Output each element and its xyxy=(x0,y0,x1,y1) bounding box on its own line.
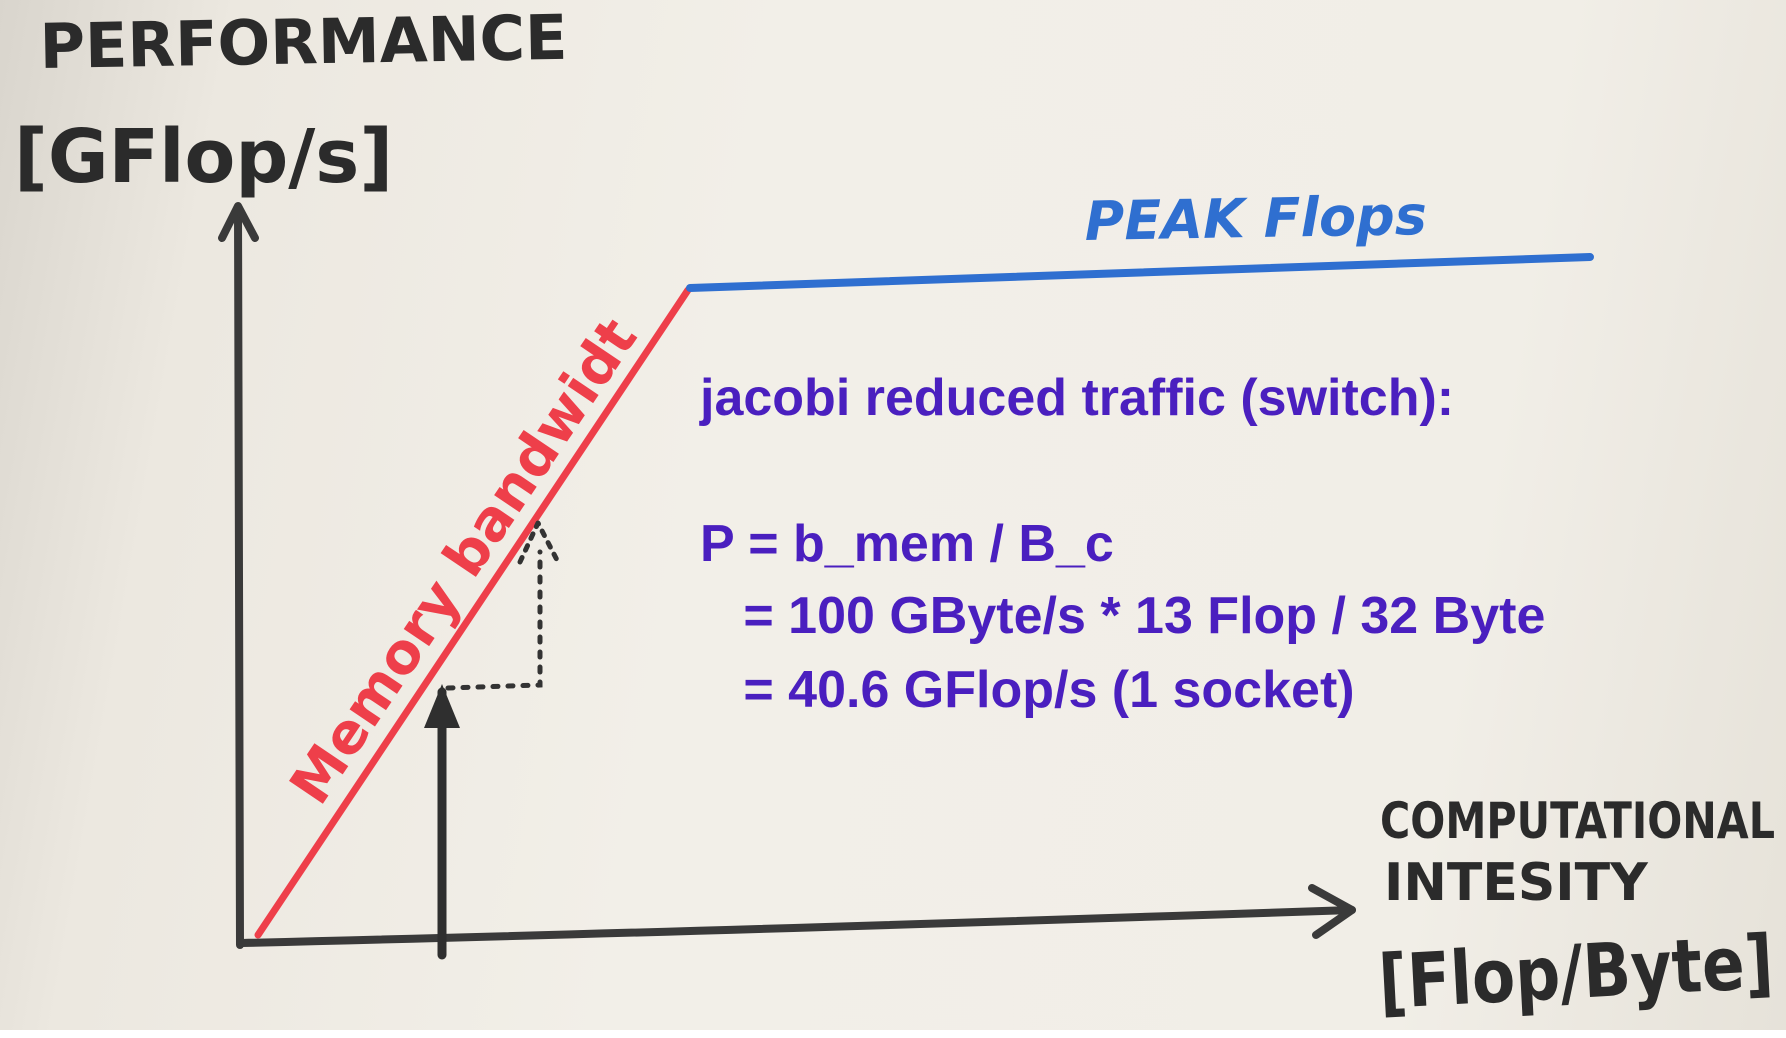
peak-flops-label: PEAK Flops xyxy=(1084,184,1427,253)
paper-edge xyxy=(0,1030,1786,1038)
formula-line-3: = 40.6 GFlop/s (1 socket) xyxy=(700,661,1355,719)
formula-line-1: P = b_mem / B_c xyxy=(700,515,1114,573)
improvement-dotted-arrowhead xyxy=(517,520,561,565)
x-axis-unit: [Flop/Byte] xyxy=(1376,919,1775,1026)
performance-arrowhead xyxy=(424,684,460,728)
x-axis-title-line2: INTESITY xyxy=(1384,853,1649,913)
improvement-dotted-arrow xyxy=(445,549,543,691)
y-axis-line xyxy=(234,206,244,949)
formula-line-2: = 100 GByte/s * 13 Flop / 32 Byte xyxy=(700,587,1546,645)
y-axis-unit: [GFlop/s] xyxy=(14,114,393,200)
memory-bandwidth-line xyxy=(254,286,692,939)
memory-bandwidth-label: Memory bandwidt xyxy=(278,307,650,816)
x-axis-arrowhead xyxy=(1308,884,1356,939)
y-axis-arrowhead xyxy=(218,202,259,242)
y-axis-title: PERFORMANCE xyxy=(39,1,568,83)
annotation-heading: jacobi reduced traffic (switch): xyxy=(700,369,1455,427)
x-axis-line xyxy=(238,906,1356,947)
x-axis-title-line1: COMPUTATIONAL xyxy=(1380,792,1775,850)
peak-flops-line xyxy=(686,253,1594,292)
